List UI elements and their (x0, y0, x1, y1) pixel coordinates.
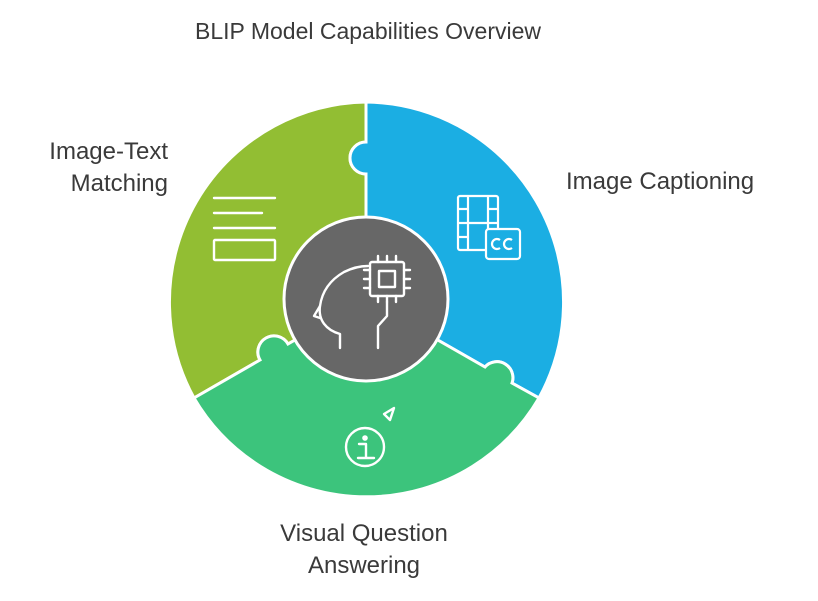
label-line: Visual Question (280, 520, 448, 547)
label-image-captioning: Image Captioning (566, 166, 806, 198)
info-pointer-icon (344, 406, 396, 468)
diagram-title: BLIP Model Capabilities Overview (194, 18, 541, 44)
label-line: Image Captioning (566, 168, 755, 195)
label-line: Matching (70, 170, 168, 197)
label-image-text-matching: Image-Text Matching (10, 136, 168, 200)
label-line: Answering (307, 552, 421, 579)
label-line: Image-Text (49, 138, 168, 165)
label-visual-question-answering: Visual Question Answering (220, 518, 508, 582)
center-circle (282, 215, 450, 383)
segment-visual-question-answering[interactable] (191, 297, 542, 499)
ai-head-chip-icon (312, 254, 412, 350)
film-caption-icon (456, 194, 522, 261)
text-lines-icon (212, 196, 277, 262)
